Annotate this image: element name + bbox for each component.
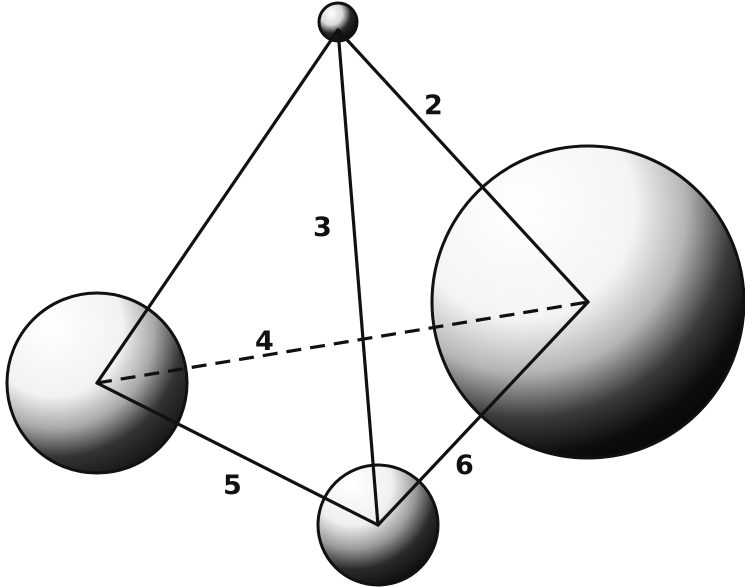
edge-3 [336,28,380,527]
edge-5-label: 5 [223,470,242,501]
edge-1 [95,28,340,385]
edge-2-label: 2 [424,90,443,121]
edge-5 [95,381,380,527]
edge-6 [376,300,590,527]
edge-4-label: 4 [255,326,274,357]
edge-2 [336,28,590,304]
edge-6-label: 6 [455,450,474,481]
edge-4 [96,300,589,385]
edge-3-label: 3 [313,212,332,243]
